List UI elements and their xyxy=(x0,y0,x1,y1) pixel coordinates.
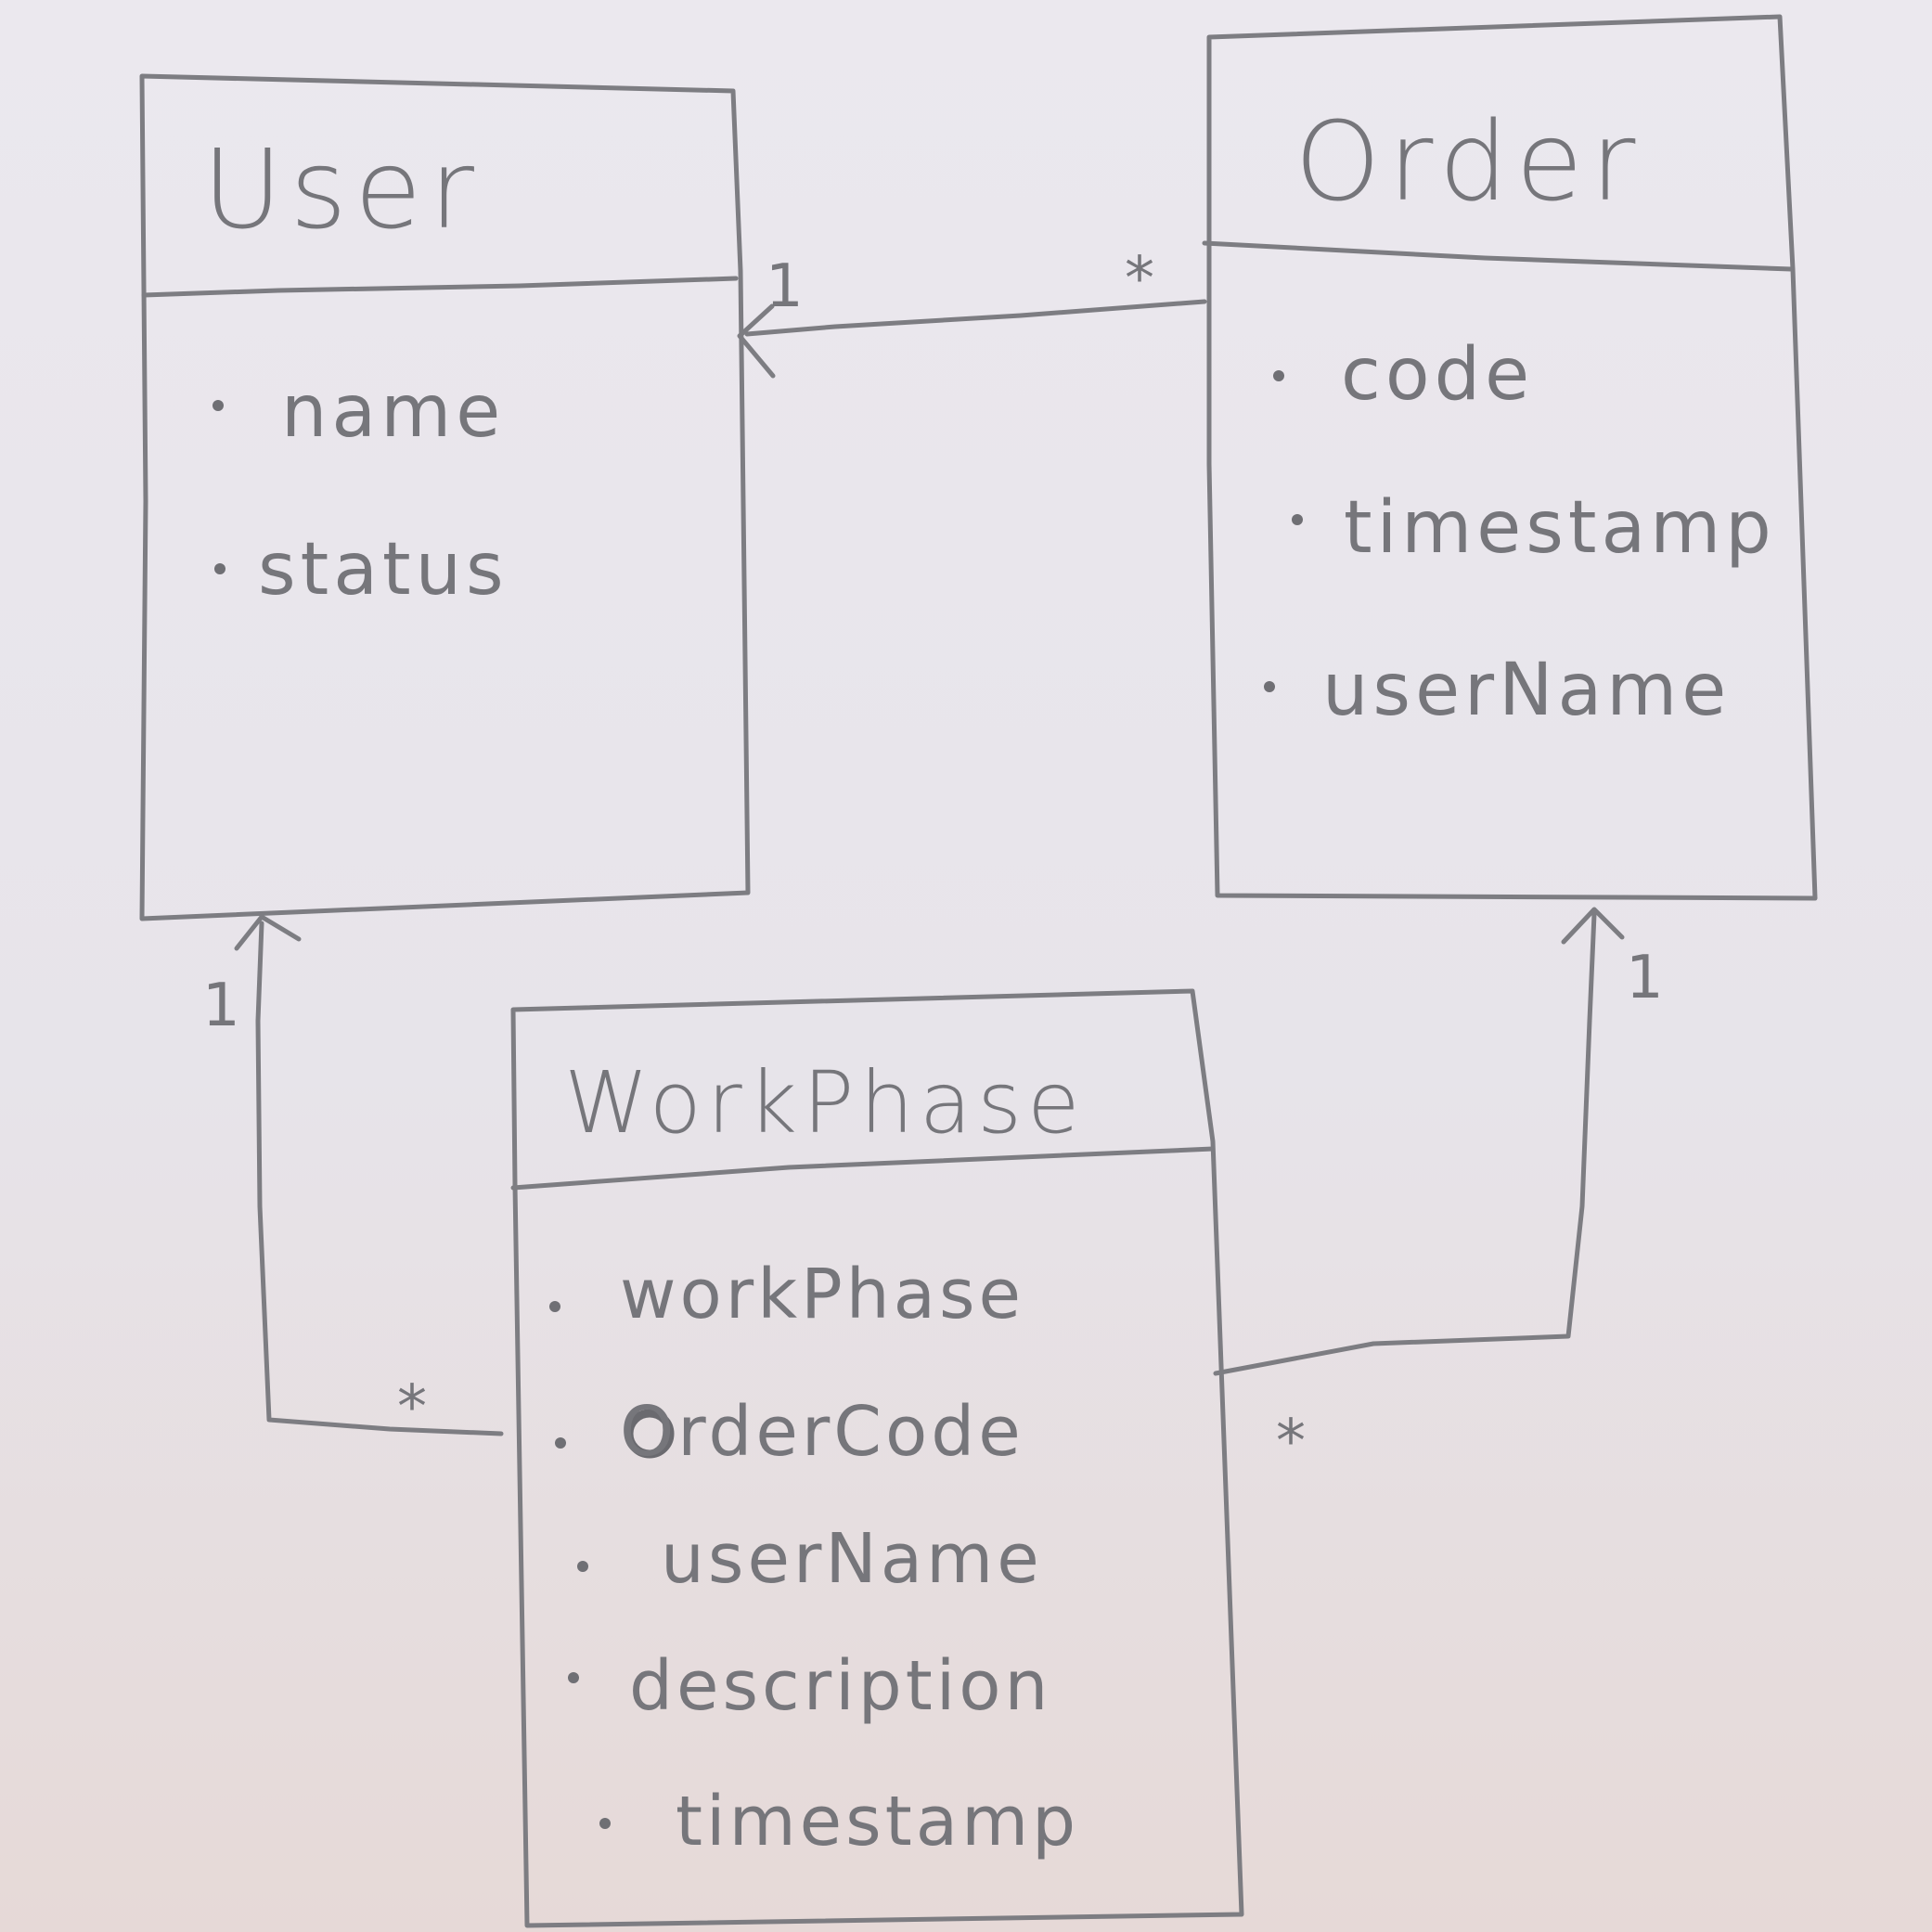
bullet-icon xyxy=(549,1301,560,1312)
circle-mark-icon xyxy=(625,1409,675,1459)
association-order-user: 1 * xyxy=(737,245,1207,379)
multiplicity-workphase-user-from: * xyxy=(397,1373,427,1442)
class-user-attr-0: name xyxy=(281,370,505,454)
multiplicity-order-user-from: * xyxy=(1125,245,1154,314)
class-workphase-attr-3: description xyxy=(629,1646,1051,1726)
association-workphase-user: 1 * xyxy=(202,914,504,1442)
class-order-attr-1: timestamp xyxy=(1344,486,1776,570)
class-order-title: Order xyxy=(1294,97,1642,225)
bullet-icon xyxy=(555,1437,566,1449)
association-line xyxy=(744,299,1207,337)
bullet-icon xyxy=(1264,681,1275,692)
bullet-icon xyxy=(577,1561,588,1572)
bullet-icon xyxy=(1273,370,1284,381)
class-order: Order code timestamp userName xyxy=(1202,14,1818,901)
bullet-icon xyxy=(599,1818,611,1829)
class-workphase-title: WorkPhase xyxy=(564,1053,1086,1153)
bullet-icon xyxy=(1292,514,1303,525)
class-workphase-attr-1: OrderCode xyxy=(620,1392,1024,1472)
class-workphase-divider xyxy=(510,1146,1216,1191)
class-workphase: WorkPhase workPhase OrderCode userName d… xyxy=(510,988,1244,1928)
class-user: User name status xyxy=(139,73,751,921)
class-user-attr-1: status xyxy=(258,528,509,612)
class-order-attr-0: code xyxy=(1341,333,1534,417)
bullet-icon xyxy=(214,563,225,574)
multiplicity-workphase-order-from: * xyxy=(1276,1408,1306,1476)
class-workphase-attr-2: userName xyxy=(661,1519,1043,1599)
multiplicity-order-user-to: 1 xyxy=(766,252,804,321)
class-order-box xyxy=(1206,14,1818,901)
association-line xyxy=(1213,911,1597,1376)
class-user-title: User xyxy=(202,125,482,253)
association-line xyxy=(255,921,504,1436)
bullet-icon xyxy=(568,1672,579,1683)
association-workphase-order: 1 * xyxy=(1213,907,1664,1476)
class-workphase-attr-4: timestamp xyxy=(676,1782,1079,1861)
class-workphase-attr-0: workPhase xyxy=(620,1255,1024,1334)
arrowhead-icon xyxy=(234,914,302,951)
arrowhead-icon xyxy=(1561,907,1625,945)
bullet-icon xyxy=(213,400,224,411)
arrowhead-icon xyxy=(737,303,776,379)
multiplicity-workphase-order-to: 1 xyxy=(1626,944,1664,1012)
class-user-divider xyxy=(141,276,739,298)
class-order-attr-2: userName xyxy=(1322,649,1731,732)
multiplicity-workphase-user-to: 1 xyxy=(202,972,240,1040)
class-order-divider xyxy=(1202,240,1794,272)
class-user-box xyxy=(139,73,751,921)
